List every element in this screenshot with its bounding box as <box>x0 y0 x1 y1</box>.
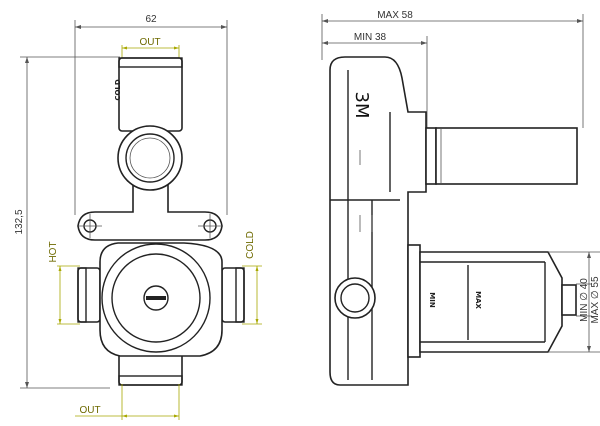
bottom-outlet-dimension: OUT <box>75 384 180 420</box>
out-bottom-label: OUT <box>79 405 100 416</box>
cold-port-dimension: COLD <box>242 231 262 325</box>
side-view: MAX 58 MIN 38 3M <box>321 10 600 386</box>
valve-body <box>77 242 245 386</box>
adjustment-sleeve: MIN MAX <box>407 244 577 358</box>
hot-port-dimension: HOT <box>48 241 80 325</box>
sleeve-max-label: MAX <box>474 291 482 309</box>
mounting-bracket <box>77 169 223 241</box>
upper-spindle <box>425 127 578 185</box>
diam-max-label: MAX ∅ 55 <box>590 276 600 323</box>
svg-text:COLD: COLD <box>114 79 122 101</box>
min-depth-dimension: MIN 38 <box>322 32 428 128</box>
min-dim-label: MIN 38 <box>354 32 387 43</box>
diameter-dimensions: MIN ∅ 40 MAX ∅ 55 <box>548 251 600 353</box>
width-dim-label: 62 <box>145 14 157 25</box>
upper-round-port <box>117 125 183 191</box>
max-dim-label: MAX 58 <box>377 10 413 21</box>
side-body: 3M <box>329 56 427 386</box>
cold-label: COLD <box>245 231 256 259</box>
height-dimension: 132,5 <box>14 56 120 389</box>
height-dim-label: 132,5 <box>14 209 25 234</box>
top-outlet-port: OUT COLD <box>114 37 183 132</box>
front-view: 62 132,5 OUT COLD <box>14 14 262 420</box>
sleeve-min-label: MIN <box>428 292 436 308</box>
hot-label: HOT <box>48 241 59 262</box>
width-dimension: 62 <box>74 14 228 215</box>
diam-min-label: MIN ∅ 40 <box>579 278 590 322</box>
out-top-label: OUT <box>139 37 160 48</box>
max-depth-dimension: MAX 58 <box>321 10 584 128</box>
engraving-3m: 3M <box>351 92 372 119</box>
